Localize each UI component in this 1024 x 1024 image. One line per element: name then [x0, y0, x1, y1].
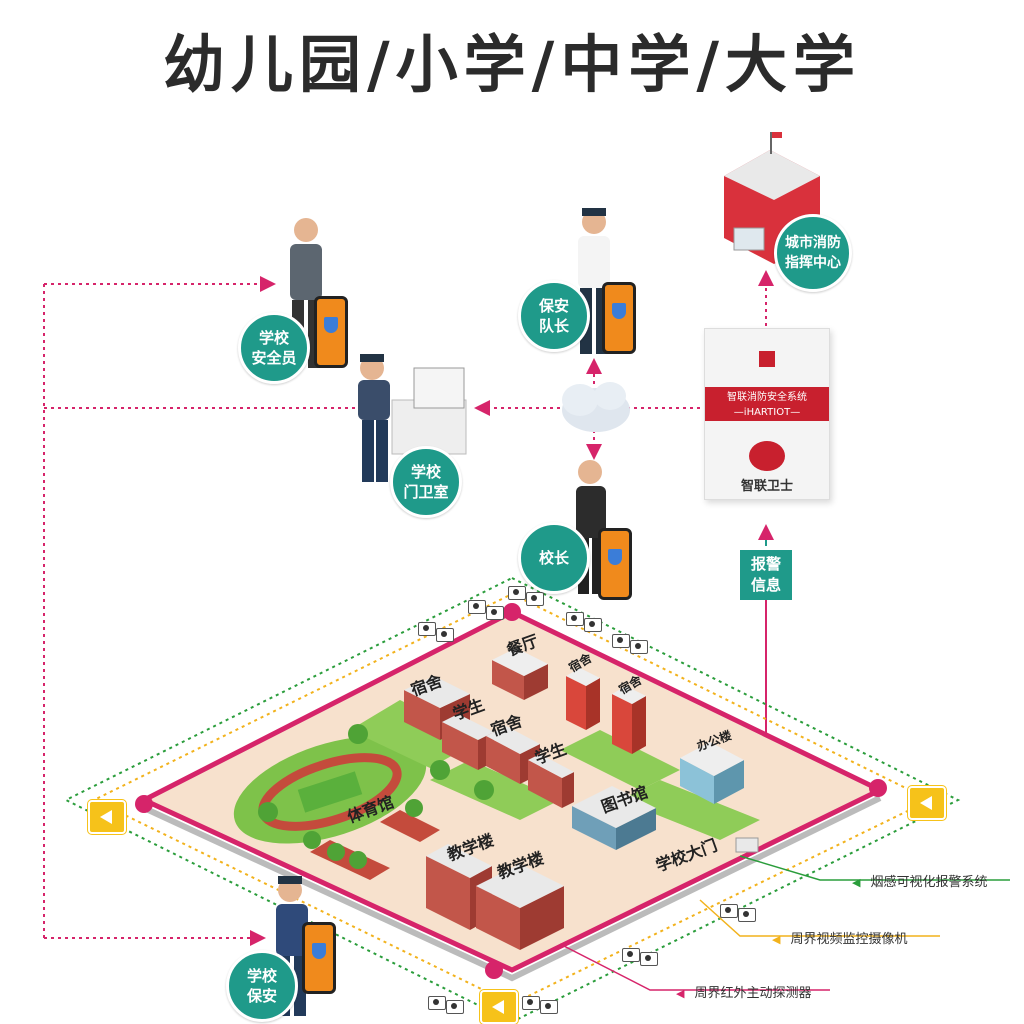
legend-marker-icon: ◀	[852, 876, 861, 889]
product-brand: 智联卫士	[740, 479, 793, 494]
sound-alarm-icon	[908, 786, 946, 820]
legend-marker-icon: ◀	[676, 987, 685, 1000]
football-pitch	[297, 771, 363, 813]
camera-icon	[630, 640, 648, 654]
page-title: 幼儿园/小学/中学/大学	[163, 28, 861, 101]
badge-safety-officer: 学校 安全员	[238, 312, 310, 384]
building-library	[572, 786, 656, 850]
legend-smoke: ◀烟感可视化报警系统	[852, 875, 988, 890]
camera-icon	[418, 622, 436, 636]
building-teaching-2	[476, 864, 564, 950]
leader-infrared	[559, 943, 830, 991]
sound-alarm-icon	[88, 800, 126, 834]
product-band: 智联消防安全系统 —iHARTIOT—	[705, 387, 829, 421]
brand-logo-icon	[759, 351, 775, 367]
camera-icon	[486, 606, 504, 620]
campus-wall-shadow	[142, 795, 882, 982]
camera-icon	[446, 1000, 464, 1014]
camera-icon	[640, 952, 658, 966]
building-teacher-2	[612, 686, 646, 754]
camera-icon	[468, 600, 486, 614]
legend-infrared: ◀周界红外主动探测器	[676, 986, 812, 1001]
camera-icon	[540, 1000, 558, 1014]
badge-security-captain: 保安 队长	[518, 280, 590, 352]
camera-icon	[508, 586, 526, 600]
lawn-4	[620, 780, 760, 840]
building-canteen	[492, 648, 548, 700]
phone-app-icon	[602, 282, 636, 354]
camera-icon	[584, 618, 602, 632]
phone-app-icon	[302, 922, 336, 994]
legend-marker-icon: ◀	[772, 933, 781, 946]
leader-video	[699, 899, 940, 937]
gate-house	[735, 837, 759, 853]
badge-principal: 校长	[518, 522, 590, 594]
trees	[258, 724, 494, 869]
building-student-2	[528, 754, 574, 808]
camera-icon	[622, 948, 640, 962]
alarm-info-box: 报警 信息	[740, 550, 792, 600]
legend-video: ◀周界视频监控摄像机	[772, 932, 908, 947]
fire-safety-product-box: 智联消防安全系统 —iHARTIOT— 智联卫士	[704, 328, 830, 500]
badge-fire-center: 城市消防 指挥中心	[774, 214, 852, 292]
camera-icon	[612, 634, 630, 648]
leader-smoke	[739, 855, 1010, 881]
cloud-icon	[562, 382, 630, 432]
lawn-3	[560, 730, 680, 790]
building-office	[680, 742, 744, 804]
building-teaching-1	[426, 844, 492, 930]
camera-icon	[566, 612, 584, 626]
phone-app-icon	[314, 296, 348, 368]
campus-wall	[138, 609, 886, 973]
sound-alarm-icon	[480, 990, 518, 1024]
camera-icon	[522, 996, 540, 1010]
infrared-detector-icon	[135, 603, 887, 979]
camera-icon	[428, 996, 446, 1010]
lawn-2	[430, 760, 560, 820]
camera-icon	[738, 908, 756, 922]
brand-seal-icon	[749, 441, 785, 471]
camera-icon	[720, 904, 738, 918]
camera-icon	[526, 592, 544, 606]
badge-security-guard: 学校 保安	[226, 950, 298, 1022]
building-teacher-1	[566, 668, 600, 730]
phone-app-icon	[598, 528, 632, 600]
badge-gate-room: 学校 门卫室	[390, 446, 462, 518]
camera-icon	[436, 628, 454, 642]
